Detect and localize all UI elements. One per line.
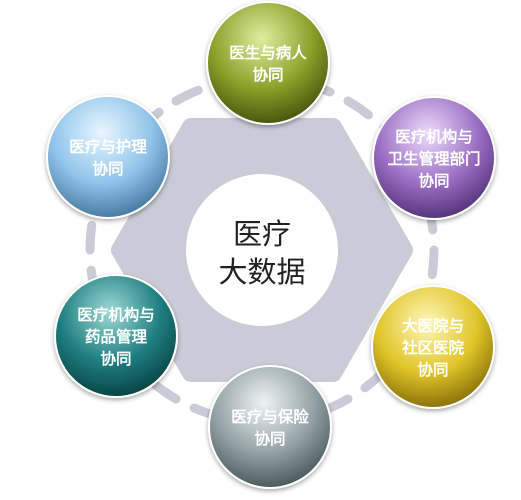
center-title: 医疗 大数据 (218, 217, 305, 289)
node-label-line: 协同 (92, 159, 123, 178)
node-label-line: 医疗与护理 (69, 137, 147, 156)
node-sphere (54, 274, 178, 398)
node-sphere (46, 95, 170, 219)
node-label-line: 药品管理 (85, 327, 148, 346)
nodes-layer: 医生与病人协同医疗机构与卫生管理部门协同大医院与社区医院协同医疗与保险协同医疗机… (46, 1, 496, 489)
node-label-line: 协同 (418, 171, 449, 190)
ring-segment (321, 394, 353, 415)
node-label-line: 协同 (254, 429, 285, 448)
node-sphere (371, 285, 495, 409)
node-label-line: 医疗与保险 (231, 407, 309, 426)
hexagon-layer (111, 118, 413, 382)
node-label-line: 医疗机构与 (77, 305, 155, 324)
node-label-line: 协同 (100, 349, 131, 368)
ring-segment (85, 220, 97, 255)
node-sphere (372, 96, 496, 220)
node-label-line: 大医院与 (402, 316, 464, 335)
node-sphere (208, 365, 332, 489)
ring-segment (343, 96, 373, 120)
node-sphere (206, 1, 330, 125)
center-title-line: 大数据 (218, 255, 305, 289)
ring-segment (171, 85, 203, 106)
node-label-line: 卫生管理部门 (387, 149, 480, 168)
node-label-line: 社区医院 (401, 338, 465, 357)
node-label-line: 医生与病人 (229, 43, 307, 62)
node-label-line: 协同 (417, 360, 448, 379)
node-label-line: 医疗机构与 (395, 127, 473, 146)
ring-segment (427, 245, 439, 280)
center-title-line: 医疗 (233, 217, 291, 251)
center-circle (186, 174, 338, 326)
node-label-line: 协同 (252, 65, 283, 84)
ring-segment (151, 380, 181, 404)
